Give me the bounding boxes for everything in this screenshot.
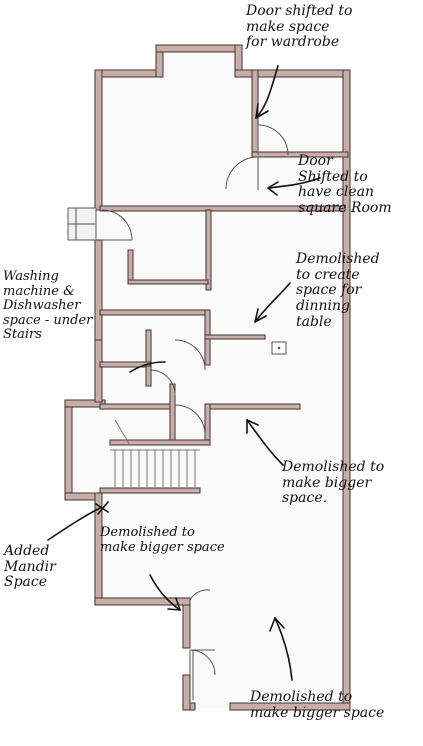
annotation-added-mandir: Added Mandir Space <box>4 543 56 591</box>
exterior-walls <box>64 44 351 711</box>
entrance-door-right <box>189 589 211 601</box>
doors <box>101 124 289 700</box>
annotation-demolished-bigger-2: Demolished to make bigger space <box>100 525 225 555</box>
arrow-mandir <box>47 507 101 541</box>
arrow-bigger-2 <box>149 574 181 611</box>
bedroom-door <box>225 156 259 190</box>
arrow-dining <box>254 282 291 323</box>
under-stairs-door <box>174 339 206 371</box>
hall-door <box>174 404 206 436</box>
annotation-door-wardrobe: Door shifted to make space for wardrobe <box>246 3 353 51</box>
annotation-washing-machine: Washing machine & Dishwasher space - und… <box>3 269 93 343</box>
floor-area <box>70 50 345 708</box>
arrow-door <box>267 177 321 189</box>
side-door <box>101 209 133 241</box>
sink-drain <box>277 346 281 350</box>
annotation-door-square-room: Door Shifted to have clean square Room <box>298 153 392 217</box>
arrow-stairs <box>129 361 166 373</box>
arrow-bigger-1 <box>246 419 284 466</box>
porch-door <box>192 649 215 700</box>
interior-walls <box>99 69 349 494</box>
staircase <box>110 419 200 488</box>
arrow-bigger-3 <box>274 617 293 681</box>
annotation-arrows <box>47 65 321 681</box>
side-window <box>67 207 97 241</box>
annotation-demolished-bigger-1: Demolished to make bigger space. <box>282 459 385 507</box>
arrow-wardrobe <box>255 65 279 119</box>
annotation-demolished-bigger-3: Demolished to make bigger space <box>250 689 385 721</box>
annotation-demolished-dining: Demolished to create space for dinning t… <box>296 251 380 330</box>
wardrobe-door <box>257 124 289 156</box>
stair-door <box>149 369 176 396</box>
